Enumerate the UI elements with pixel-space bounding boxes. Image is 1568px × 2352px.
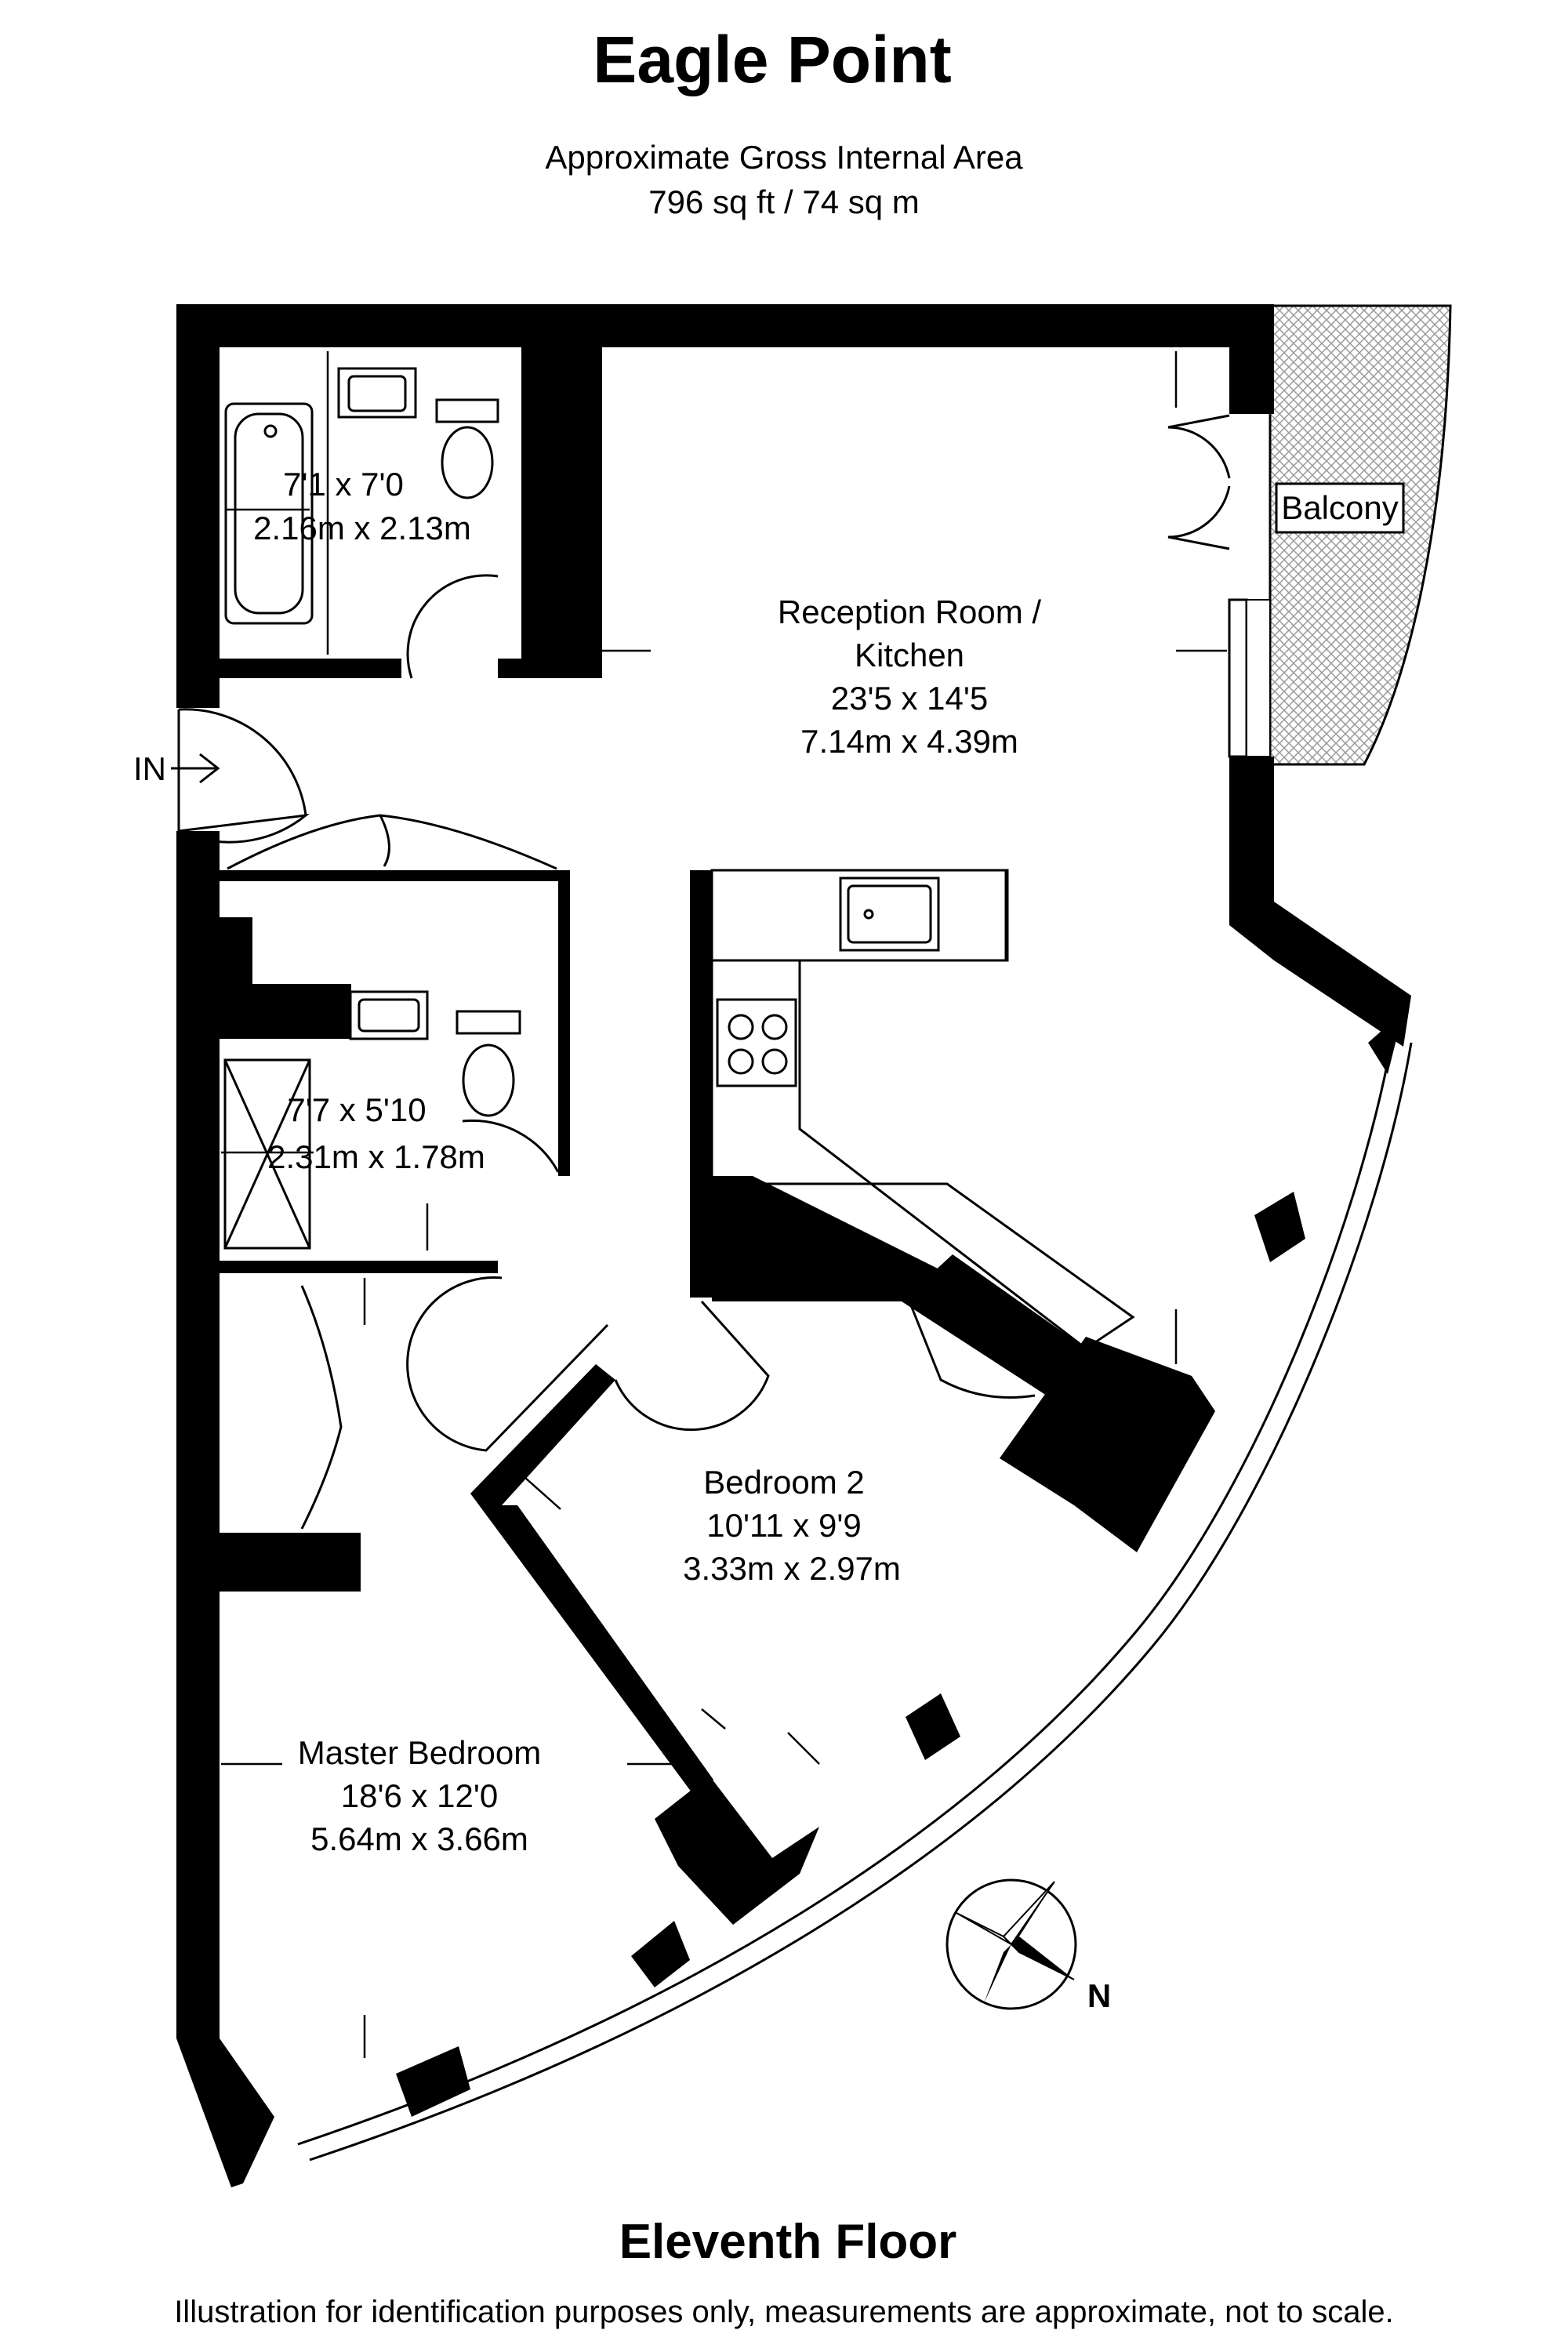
plan-title: Eagle Point <box>593 23 951 96</box>
floor-name: Eleventh Floor <box>619 2215 957 2269</box>
kitchen <box>710 869 1135 1350</box>
master-door <box>406 1276 609 1452</box>
dimension-arrows <box>221 351 1227 2058</box>
reception-name-line1: Reception Room / <box>778 593 1041 630</box>
master-bedroom-name: Master Bedroom <box>298 1734 541 1771</box>
bathroom-dims-imperial: 7'1 x 7'0 <box>283 466 404 503</box>
shower-room-dims-metric: 2.31m x 1.78m <box>267 1138 485 1175</box>
compass-north-label: N <box>1087 1977 1111 2014</box>
bathroom-fixtures <box>224 367 499 679</box>
wardrobe-doors <box>300 1285 343 1530</box>
entrance-arrow-icon <box>171 753 220 784</box>
bedroom2-dims-metric: 3.33m x 2.97m <box>683 1550 901 1587</box>
outer-glazing <box>297 1018 1397 2146</box>
outer-glazing-inner <box>309 1042 1413 2161</box>
cupboard-doors <box>227 814 557 870</box>
bedroom2-cupboard-door <box>908 1301 1036 1399</box>
master-bedroom-dims-imperial: 18'6 x 12'0 <box>341 1777 499 1814</box>
disclaimer: Illustration for identification purposes… <box>174 2295 1394 2329</box>
reception-dims-metric: 7.14m x 4.39m <box>800 723 1018 760</box>
master-bedroom-dims-metric: 5.64m x 3.66m <box>310 1820 528 1857</box>
bedroom2-dims-imperial: 10'11 x 9'9 <box>706 1507 861 1544</box>
entrance-label: IN <box>133 750 166 787</box>
area-label: Approximate Gross Internal Area <box>545 139 1023 176</box>
balcony-door <box>1167 414 1271 758</box>
balcony: Balcony <box>1269 304 1452 766</box>
area-value: 796 sq ft / 74 sq m <box>648 183 920 220</box>
entrance-door <box>177 708 310 844</box>
bathroom-dims-metric: 2.16m x 2.13m <box>253 510 471 546</box>
bedroom2-name: Bedroom 2 <box>703 1464 864 1501</box>
shower-room-fixtures <box>223 990 560 1250</box>
reception-dims-imperial: 23'5 x 14'5 <box>831 680 989 717</box>
bedroom2-door <box>614 1300 770 1432</box>
shower-room-dims-imperial: 7'7 x 5'10 <box>287 1091 426 1128</box>
walls <box>176 304 1411 2187</box>
balcony-label: Balcony <box>1281 489 1398 526</box>
compass-icon <box>946 1878 1077 2010</box>
reception-name-line2: Kitchen <box>855 637 964 673</box>
